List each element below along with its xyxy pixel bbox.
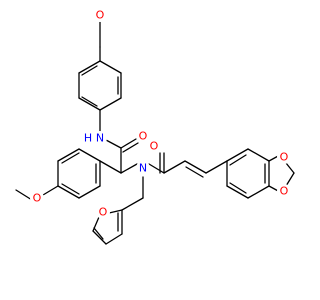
atom-label: O	[150, 140, 159, 153]
atom-n-tertiary: N	[136, 161, 150, 175]
atom-label: O	[280, 151, 289, 164]
atom-o-methoxy-top: O	[93, 8, 107, 22]
atom-o-amide-2: O	[147, 139, 161, 153]
atom-label: O	[33, 192, 42, 205]
atom-label: O	[99, 206, 108, 219]
atom-o-amide-1: O	[136, 129, 150, 143]
atom-label: O	[280, 185, 289, 198]
bond-lines	[15, 21, 295, 245]
atom-o-dioxole-1: O	[277, 150, 291, 164]
atom-label: O	[96, 9, 105, 22]
atom-labels: O N H O O N O O	[30, 8, 291, 219]
atom-label: H	[84, 132, 92, 145]
atom-o-dioxole-2: O	[277, 184, 291, 198]
atom-o-methoxy-bottom: O	[30, 191, 44, 205]
molecule-diagram: O N H O O N O O	[15, 8, 295, 245]
atom-label: N	[96, 132, 104, 145]
atom-n-amide: N	[93, 131, 107, 145]
atom-label: N	[139, 162, 147, 175]
atom-label: O	[139, 130, 148, 143]
atom-h-amide: H	[82, 132, 94, 145]
atom-o-furan: O	[96, 205, 110, 219]
